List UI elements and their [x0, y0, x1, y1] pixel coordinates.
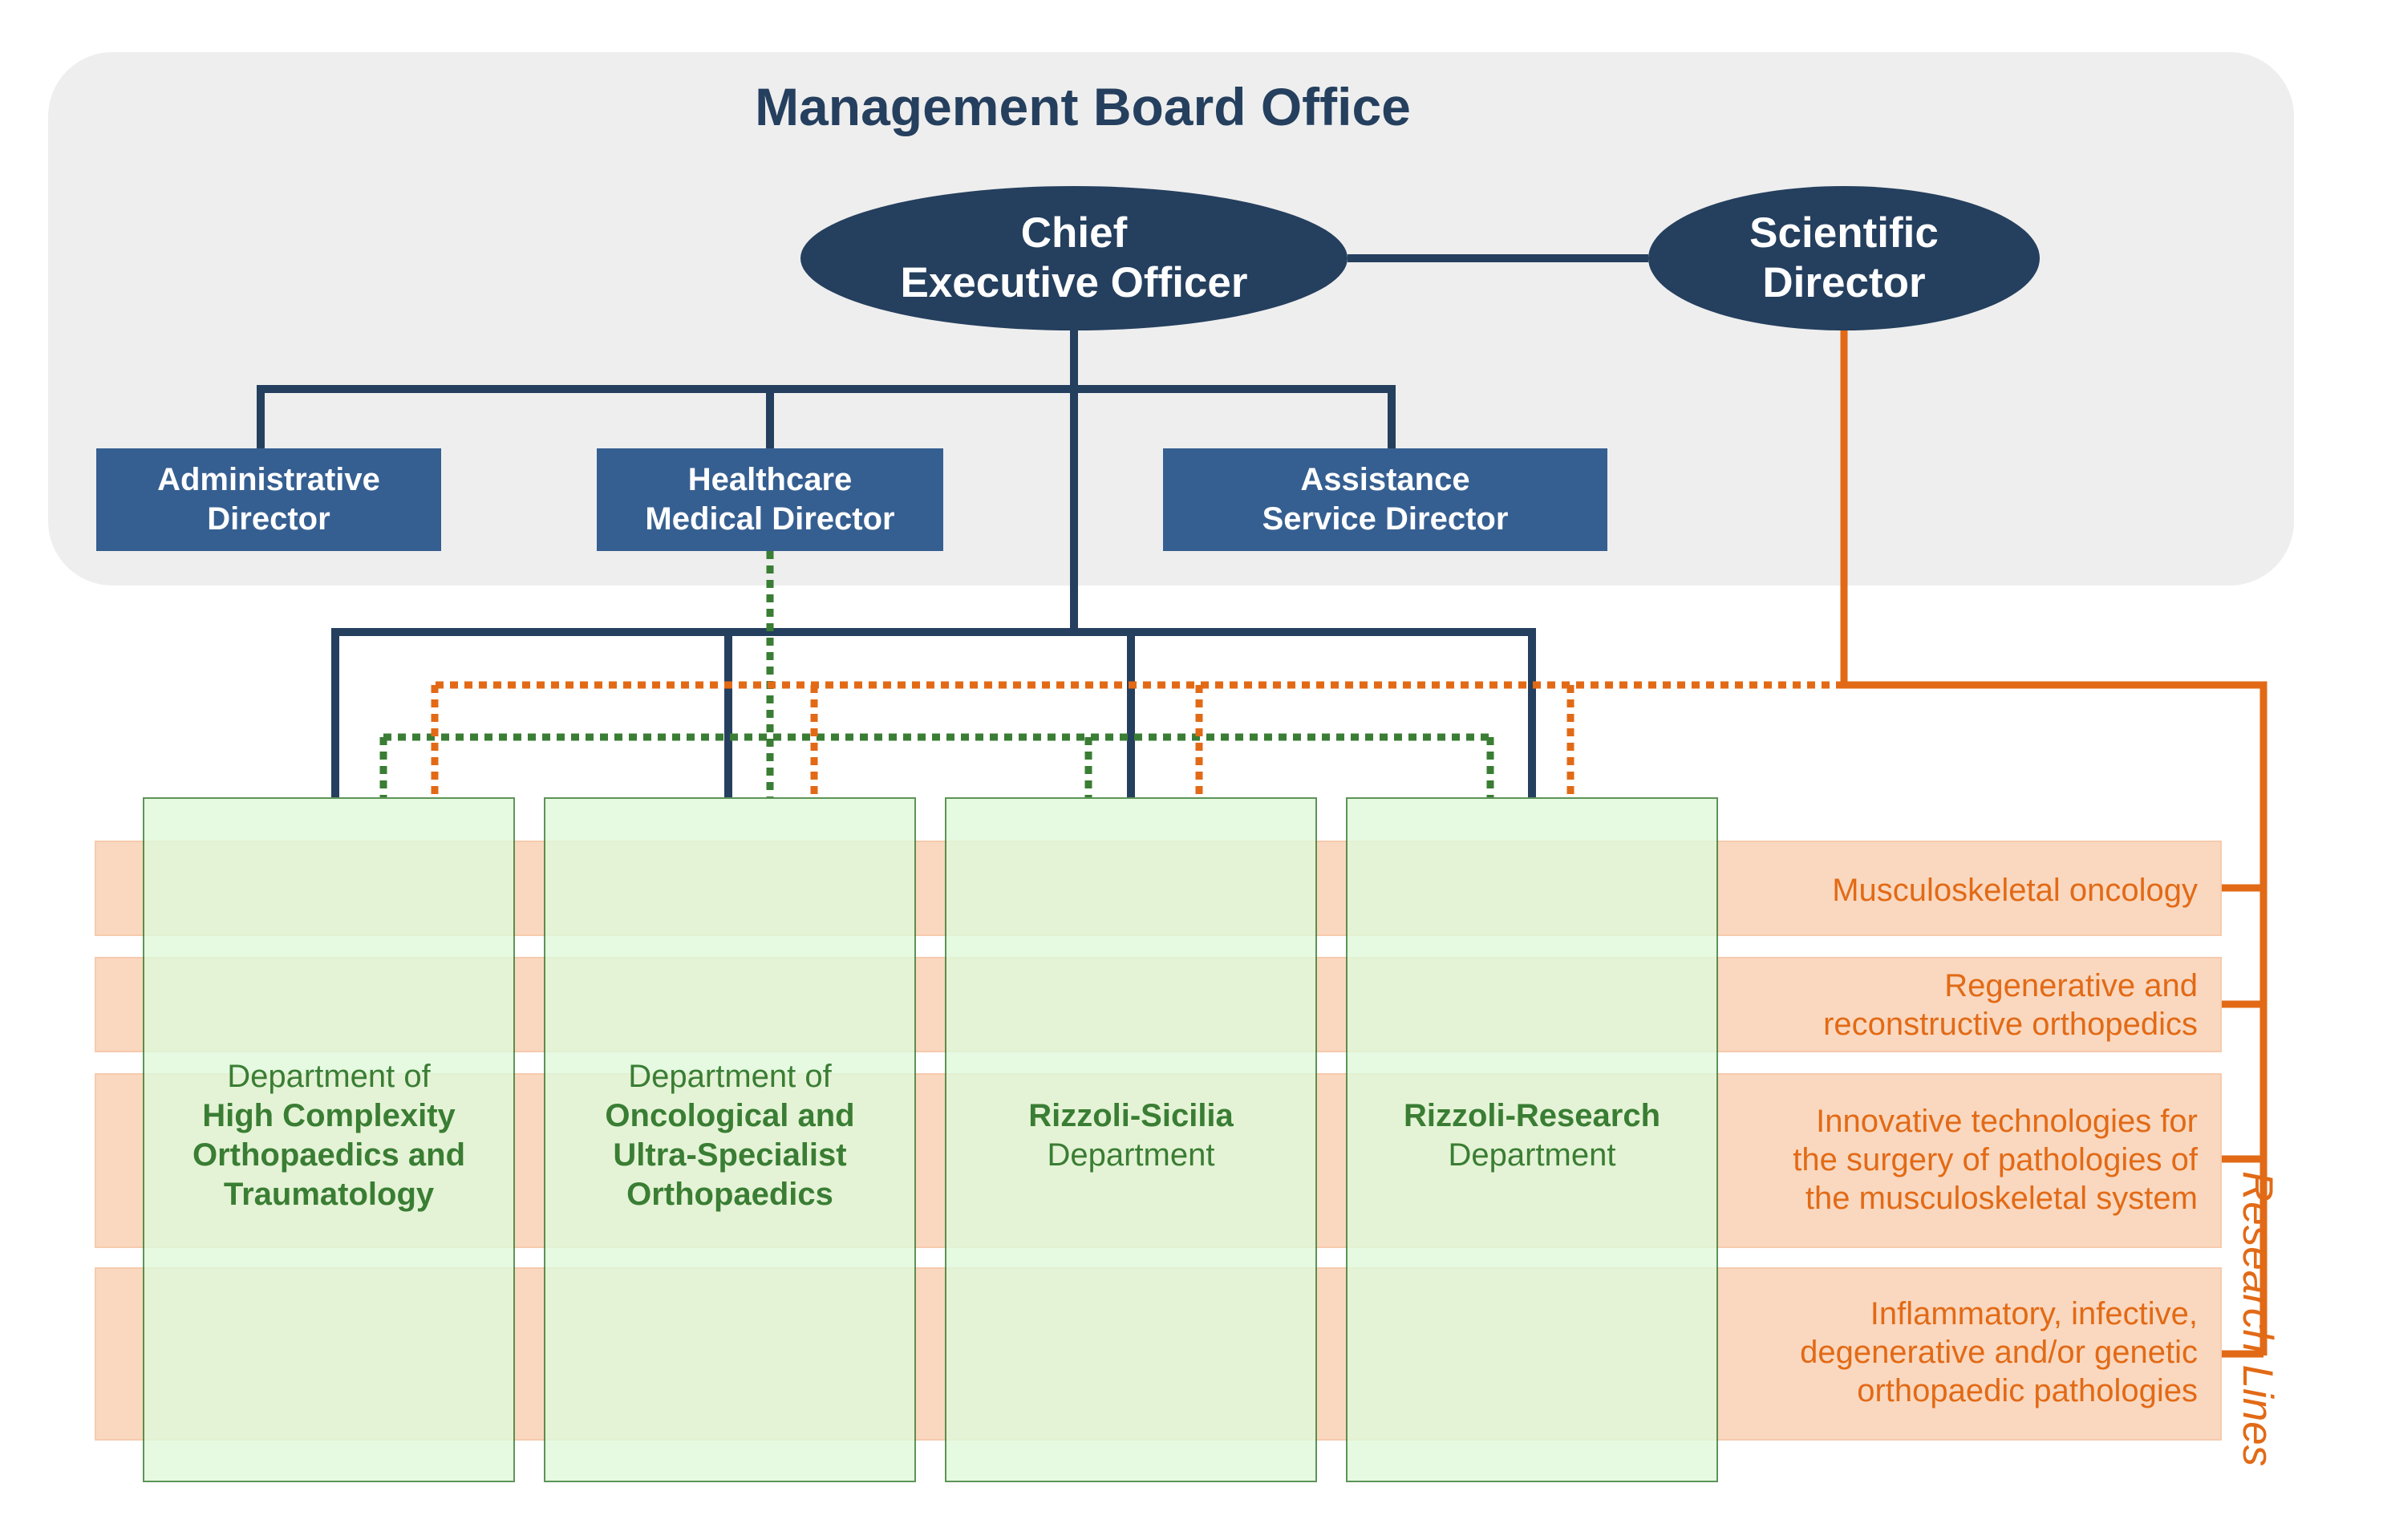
department-name-line: Orthopaedics: [626, 1177, 833, 1212]
research-line-label: Innovative technologies for the surgery …: [1700, 1102, 2198, 1218]
ceo-line-1: Chief: [1020, 209, 1128, 257]
ceo-line-2: Executive Officer: [900, 259, 1248, 306]
research-line-text: Innovative technologies for: [1816, 1104, 2198, 1139]
healthcare-dotted-link: [379, 551, 1494, 797]
administrative-director-box: Administrative Director: [96, 448, 441, 551]
department-box: [544, 797, 916, 1482]
department-suffix: Department: [1448, 1137, 1616, 1173]
department-name-line: High Complexity: [202, 1098, 456, 1133]
department-name-line: Ultra-Specialist: [613, 1137, 847, 1173]
director-line-2: Medical Director: [645, 501, 895, 537]
research-line-text: reconstructive orthopedics: [1823, 1007, 2198, 1042]
director-line-1: Administrative: [157, 462, 380, 497]
director-line-1: Assistance: [1300, 462, 1470, 497]
research-line-text: orthopaedic pathologies: [1857, 1373, 2198, 1408]
department-label: Rizzoli-Sicilia Department: [945, 1096, 1317, 1175]
department-label: Rizzoli-Research Department: [1346, 1096, 1718, 1175]
department-name-line: Oncological and: [605, 1098, 855, 1133]
research-line-label: Musculoskeletal oncology: [1700, 871, 2198, 910]
research-line-label: Regenerative and reconstructive orthoped…: [1700, 967, 2198, 1044]
scientific-director-node: Scientific Director: [1648, 186, 2040, 330]
department-name-line: Orthopaedics and: [192, 1137, 466, 1173]
department-label: Department of High Complexity Orthopaedi…: [143, 1057, 515, 1214]
ceo-node: Chief Executive Officer: [800, 186, 1348, 330]
research-line-text: Inflammatory, infective,: [1870, 1296, 2198, 1331]
department-prefix: Department of: [227, 1059, 431, 1094]
research-line-text: the musculoskeletal system: [1805, 1181, 2198, 1216]
board-title: Management Board Office: [755, 77, 1411, 136]
department-prefix: Department of: [628, 1059, 832, 1094]
research-line-label: Inflammatory, infective, degenerative an…: [1700, 1295, 2198, 1410]
scientific-director-line-2: Director: [1762, 259, 1926, 306]
director-line-2: Service Director: [1262, 501, 1509, 537]
research-line-text: Musculoskeletal oncology: [1832, 873, 2198, 908]
department-box: [143, 797, 515, 1482]
assistance-service-director-box: Assistance Service Director: [1163, 448, 1607, 551]
director-line-2: Director: [207, 501, 330, 537]
research-lines-title: Research Lines: [2234, 1171, 2281, 1467]
department-box: [945, 797, 1317, 1482]
director-line-1: Healthcare: [687, 462, 853, 497]
scientific-dotted-link: [431, 681, 1844, 797]
healthcare-medical-director-box: Healthcare Medical Director: [597, 448, 943, 551]
research-line-text: Regenerative and: [1944, 968, 2198, 1003]
department-label: Department of Oncological and Ultra-Spec…: [544, 1057, 916, 1214]
research-line-text: degenerative and/or genetic: [1800, 1335, 2198, 1370]
department-name-line: Rizzoli-Research: [1403, 1098, 1661, 1133]
department-name-line: Traumatology: [223, 1177, 435, 1212]
department-box: [1346, 797, 1718, 1482]
department-name-line: Rizzoli-Sicilia: [1028, 1098, 1234, 1133]
research-line-text: the surgery of pathologies of: [1793, 1142, 2198, 1177]
department-suffix: Department: [1047, 1137, 1215, 1173]
scientific-director-line-1: Scientific: [1749, 209, 1939, 257]
